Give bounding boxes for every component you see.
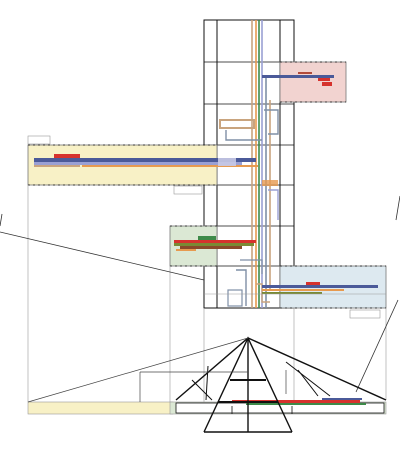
room-blue-pipe-navy	[262, 285, 378, 288]
room-green-pipe-orange	[176, 249, 196, 251]
room-green-pipe-green	[198, 236, 216, 240]
room-pink-pipe-brown	[298, 72, 312, 74]
tower-duct-3	[264, 109, 279, 135]
room-green-pipe-red	[174, 240, 256, 243]
section-pipe-green	[246, 403, 366, 405]
section-pipe-navy	[322, 398, 362, 400]
tower-duct-1	[219, 119, 255, 129]
section-pipe-red	[232, 400, 360, 403]
tower-box	[227, 289, 243, 307]
room-green	[169, 225, 256, 267]
room-pink-fill	[279, 61, 347, 103]
truss-guides	[27, 337, 287, 403]
room-pink	[262, 61, 347, 103]
room-blue-tag	[349, 309, 381, 319]
room-yellow	[27, 135, 258, 195]
tower-duct-5	[268, 189, 279, 220]
room-yellow-pipe-red	[54, 154, 80, 158]
room-yellow-pipe-joint	[218, 158, 236, 166]
room-blue-pipe-red	[306, 282, 320, 286]
room-yellow-tag	[27, 135, 51, 145]
section-yellow-slab	[27, 401, 174, 415]
edge-tick-left	[0, 213, 3, 227]
room-blue	[262, 265, 387, 319]
room-yellow-pipe-navy	[34, 158, 256, 162]
room-pink-pipe-red	[318, 78, 330, 81]
room-pink-pipe-navy	[262, 75, 334, 78]
perspective-line-left	[0, 231, 205, 281]
room-green-pipe-olive	[174, 243, 254, 246]
room-yellow-pipe-orange	[82, 165, 258, 167]
projection-lines	[27, 185, 387, 402]
tower-floor-lines	[204, 61, 294, 267]
section-elevation	[27, 398, 387, 415]
room-green-pipe-brown	[180, 246, 242, 249]
room-yellow-pipe-tan	[34, 165, 80, 167]
room-blue-pipe-olive	[262, 292, 322, 294]
truss-structure	[175, 336, 387, 433]
tower-duct-7	[240, 259, 263, 274]
tower-duct-4	[262, 180, 278, 186]
room-blue-pipe-orange	[262, 289, 344, 291]
perspective-line-right	[355, 299, 399, 393]
room-yellow-pipe-lavender	[34, 162, 242, 165]
room-yellow-tag2	[173, 185, 203, 195]
room-pink-pipe-red2	[322, 82, 332, 86]
tower-duct-2	[225, 130, 262, 141]
edge-tick-right	[395, 195, 400, 221]
